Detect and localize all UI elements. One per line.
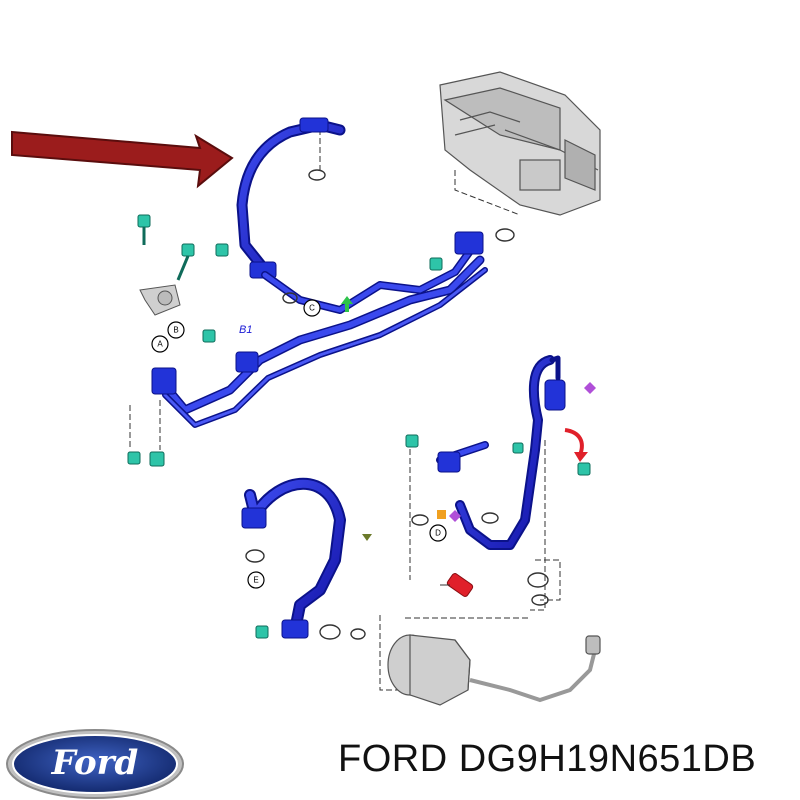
callout-c-label: C	[309, 304, 315, 313]
oval-logo-icon: Ford	[6, 729, 184, 799]
logo-wordmark: Ford	[51, 743, 139, 783]
callout-a-label: A	[157, 340, 163, 349]
square-marker-icon	[437, 510, 446, 519]
callout-a: A	[151, 335, 169, 353]
part-number-caption: FORD DG9H19N651DB	[338, 738, 756, 781]
o-rings	[245, 169, 549, 640]
part-number: DG9H19N651DB	[458, 738, 757, 780]
callout-e-label: E	[253, 576, 258, 585]
pressure-sensor	[440, 573, 474, 597]
diamond-marker-icon	[449, 382, 596, 522]
triangle-marker-icon	[362, 534, 372, 541]
callout-b: B	[167, 321, 185, 339]
callout-d: D	[429, 524, 447, 542]
callout-e: E	[247, 571, 265, 589]
compressor	[387, 634, 601, 706]
crossover-lines	[151, 231, 488, 428]
discharge-hose	[436, 355, 566, 550]
callout-d-label: D	[435, 529, 441, 538]
callout-b-label: B	[173, 326, 178, 335]
mount-bracket	[139, 284, 181, 316]
up-arrow-marker-icon	[341, 296, 353, 312]
rotation-arrow-icon	[564, 428, 584, 456]
target-hose	[236, 117, 346, 279]
lower-suction-hose	[241, 477, 346, 639]
hvac-unit	[439, 71, 601, 216]
section-label-b1: B1	[239, 324, 252, 336]
pointer-arrow-icon	[11, 130, 234, 189]
clip-icon	[127, 214, 591, 639]
brand-name: FORD	[338, 738, 448, 780]
callout-c: C	[303, 299, 321, 317]
